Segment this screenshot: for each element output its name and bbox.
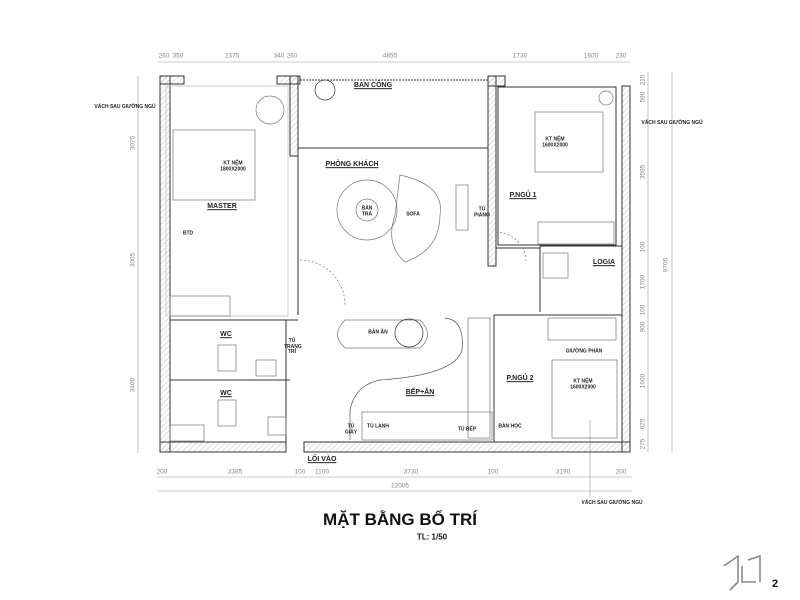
drawing-title: MẶT BẰNG BỐ TRÍ <box>323 510 477 529</box>
label-bedroom-2: P.NGỦ 2 <box>506 375 534 383</box>
dim-right: 3595 <box>639 164 647 180</box>
plant <box>394 318 424 348</box>
label-desk: BÀN HỌC <box>498 423 522 430</box>
master-bed <box>172 129 256 201</box>
dim-right: 1700 <box>639 274 647 290</box>
dim-bottom: 1100 <box>315 468 329 476</box>
dim-top: 230 <box>615 52 627 60</box>
bed2 <box>551 359 618 439</box>
dim-right: 215 <box>639 74 647 86</box>
dim-bottom: 3730 <box>403 468 419 476</box>
kitchen-counter <box>467 317 491 439</box>
dim-bottom: 200 <box>156 468 168 476</box>
dim-top: 260 <box>158 52 170 60</box>
exterior-walls <box>159 75 631 453</box>
dim-bottom: 3190 <box>555 468 571 476</box>
label-fridge: TỦ LẠNH <box>367 423 389 430</box>
plant <box>314 79 336 101</box>
dimension-lines <box>137 61 673 497</box>
dim-top: 1730 <box>512 52 528 60</box>
note-wall-right: VÁCH SAU GIƯỜNG NGỦ <box>641 120 703 126</box>
label-entrance: LỐI VÀO <box>307 456 337 464</box>
dim-bottom: 100 <box>294 468 306 476</box>
label-kitchen-cabinet: TỦ BẾP <box>457 426 477 433</box>
dim-left: 3075 <box>129 135 137 151</box>
toilet <box>217 344 237 372</box>
dim-bottom: 3385 <box>227 468 243 476</box>
drawing-scale: TL: 1/50 <box>416 532 448 542</box>
dim-top: 340 <box>273 52 285 60</box>
label-dining-table: BÀN ĂN <box>368 329 388 336</box>
label-master: MASTER <box>207 203 237 211</box>
note-wall-left: VÁCH SAU GIƯỜNG NGỦ <box>94 104 156 110</box>
dim-bottom-total: 12005 <box>390 482 410 490</box>
note-wall-bottom: VÁCH SAU GIƯỜNG NGỦ <box>581 500 643 506</box>
bed1-wardrobe <box>537 221 615 245</box>
dim-bottom: 200 <box>615 468 627 476</box>
label-bunk: GIƯỜNG PHẢN <box>565 348 603 355</box>
label-bed2-mattress: KT NỆM 1600X2000 <box>570 378 596 390</box>
dim-right-total: 9705 <box>662 257 670 273</box>
label-master-bed: KT NỆM 1800X2000 <box>220 160 246 172</box>
label-bed1-mattress: KT NỆM 1600X2000 <box>542 136 568 148</box>
master-wardrobe <box>169 295 231 317</box>
label-logia: LOGIA <box>592 259 616 267</box>
dim-top: 350 <box>172 52 184 60</box>
label-kitchen: BẾP+ĂN <box>405 389 435 397</box>
interior-walls <box>165 79 622 442</box>
logo <box>723 554 761 591</box>
dim-right: 590 <box>639 91 647 103</box>
dim-top: 2375 <box>224 52 240 60</box>
dim-top: 260 <box>286 52 298 60</box>
dim-right: 100 <box>639 241 647 253</box>
sofa <box>391 174 441 263</box>
dim-bottom: 100 <box>487 468 499 476</box>
furniture <box>169 79 618 442</box>
label-coffee-table: BÀN TRÀ <box>361 205 373 217</box>
label-living-room: PHÒNG KHÁCH <box>325 161 379 169</box>
dim-right: 1600 <box>639 373 647 389</box>
dim-right: 900 <box>639 321 647 333</box>
label-btd: BTD <box>182 230 194 237</box>
dim-left: 3400 <box>129 377 137 393</box>
dim-top: 1600 <box>583 52 599 60</box>
bed1 <box>534 111 604 173</box>
dim-right: 275 <box>639 438 647 450</box>
dim-right: 100 <box>639 304 647 316</box>
label-display-cabinet: TỦ TRANG TRÍ <box>284 337 302 355</box>
label-wc-2: WC <box>220 390 232 398</box>
label-sofa: SOFA <box>406 211 420 218</box>
dining-table <box>337 319 428 349</box>
dim-right: 625 <box>639 418 647 430</box>
label-balcony: BAN CÔNG <box>353 82 393 90</box>
label-shoe-cabinet: TỦ GIẦY <box>344 423 358 435</box>
label-bedroom-1: P.NGỦ 1 <box>509 192 537 200</box>
dim-left: 3005 <box>129 252 137 268</box>
label-wc-1: WC <box>220 331 232 339</box>
toilet <box>217 399 237 427</box>
dim-top: 4855 <box>382 52 398 60</box>
bed2-wardrobe <box>547 317 617 341</box>
label-piano: TỦ PIANO <box>474 206 490 218</box>
page-number: 2 <box>772 578 779 590</box>
coffee-table <box>336 179 398 241</box>
